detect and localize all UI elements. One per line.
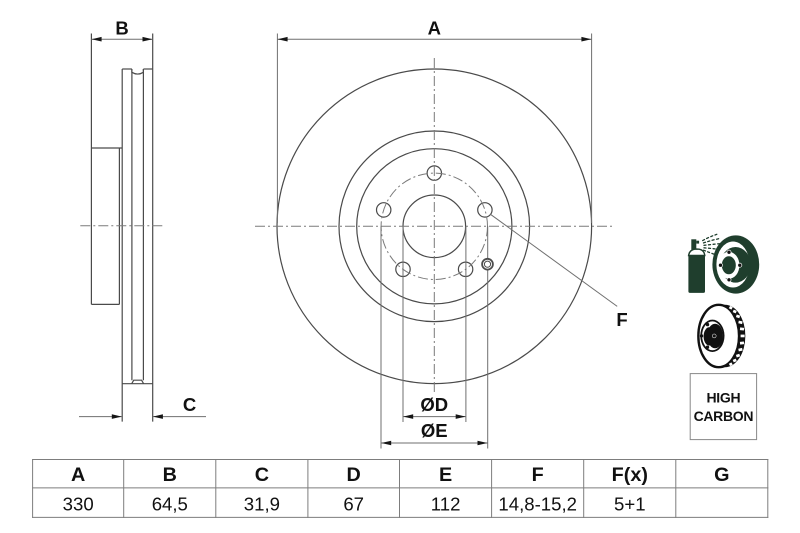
svg-text:C: C bbox=[183, 394, 196, 415]
svg-text:B: B bbox=[115, 18, 128, 39]
svg-text:F: F bbox=[616, 309, 627, 330]
svg-text:F(x): F(x) bbox=[612, 464, 648, 486]
svg-text:HIGH: HIGH bbox=[706, 390, 740, 406]
svg-text:CARBON: CARBON bbox=[694, 408, 754, 424]
svg-text:67: 67 bbox=[343, 494, 364, 515]
svg-text:D: D bbox=[347, 464, 361, 486]
svg-text:ØD: ØD bbox=[420, 394, 448, 415]
svg-text:31,9: 31,9 bbox=[244, 494, 280, 515]
svg-text:A: A bbox=[71, 464, 85, 486]
svg-text:C: C bbox=[255, 464, 269, 486]
svg-text:14,8-15,2: 14,8-15,2 bbox=[498, 494, 577, 515]
svg-text:F: F bbox=[532, 464, 544, 486]
svg-text:112: 112 bbox=[431, 494, 461, 515]
svg-text:ØE: ØE bbox=[421, 420, 448, 441]
svg-text:G: G bbox=[714, 464, 729, 486]
svg-text:B: B bbox=[163, 464, 177, 486]
svg-text:64,5: 64,5 bbox=[152, 494, 188, 515]
svg-text:330: 330 bbox=[63, 494, 94, 515]
svg-text:E: E bbox=[439, 464, 452, 486]
svg-text:A: A bbox=[428, 18, 441, 39]
svg-text:5+1: 5+1 bbox=[614, 494, 646, 515]
